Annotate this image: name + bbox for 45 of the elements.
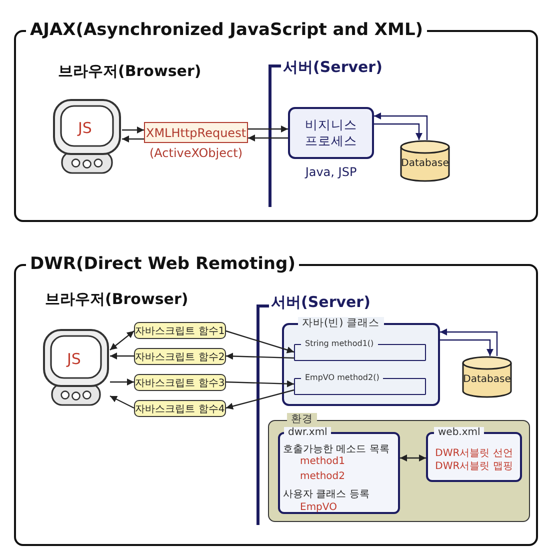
arrow — [110, 378, 134, 386]
side-label: 서버(Server) — [283, 58, 382, 77]
arrow — [110, 330, 134, 350]
screen-text: JS — [78, 119, 92, 137]
arrow — [110, 395, 134, 409]
arrow — [226, 389, 294, 410]
method-name: method1 — [300, 456, 345, 467]
node-label: Database — [400, 158, 450, 169]
side-label: 브라우저(Browser) — [58, 62, 202, 81]
side-label: 서버(Server) — [271, 293, 370, 312]
arrow — [374, 112, 428, 140]
function-box: 자바스크립트 함수4 — [134, 400, 226, 417]
list-heading: 사용자 클래스 등록 — [283, 488, 370, 501]
node-caption: Java, JSP — [304, 165, 358, 179]
method-name: EmpVO — [300, 502, 337, 513]
box-title: AJAX(Asynchronized JavaScript and XML) — [26, 20, 428, 40]
arrow — [226, 352, 294, 360]
arrow — [226, 380, 294, 388]
box-title: 자바(빈) 클래스 — [298, 317, 384, 330]
list-heading: 호출가능한 메소드 목록 — [283, 443, 390, 456]
arrow — [440, 328, 498, 356]
arrow — [400, 454, 426, 462]
arrow — [226, 330, 294, 354]
arrow — [248, 134, 288, 142]
side-label: 브라우저(Browser) — [45, 290, 188, 309]
arrow — [122, 126, 144, 134]
box-title: String method1() — [301, 339, 378, 349]
node-label: Database — [462, 374, 512, 385]
process-box: 비지니스 프로세스 — [288, 107, 374, 159]
node-caption: (ActiveXObject) — [148, 146, 244, 160]
arrow — [374, 123, 422, 140]
object-box: XMLHttpRequest — [144, 122, 248, 143]
function-box: 자바스크립트 함수3 — [134, 374, 226, 391]
method-name: method2 — [300, 471, 345, 482]
arrow — [110, 352, 134, 360]
box-title: DWR(Direct Web Remoting) — [26, 254, 300, 274]
arrow — [248, 126, 288, 132]
screen-text: JS — [67, 350, 81, 368]
box-title: EmpVO method2() — [301, 373, 384, 383]
box-title: 환경 — [287, 413, 317, 426]
arrow — [440, 339, 494, 356]
arrow — [122, 136, 144, 142]
servlet-config-text: DWR서블릿 선언 DWR서블릿 맵핑 — [434, 448, 514, 473]
function-box: 자바스크립트 함수2 — [134, 348, 226, 365]
function-box: 자바스크립트 함수1 — [134, 322, 226, 339]
